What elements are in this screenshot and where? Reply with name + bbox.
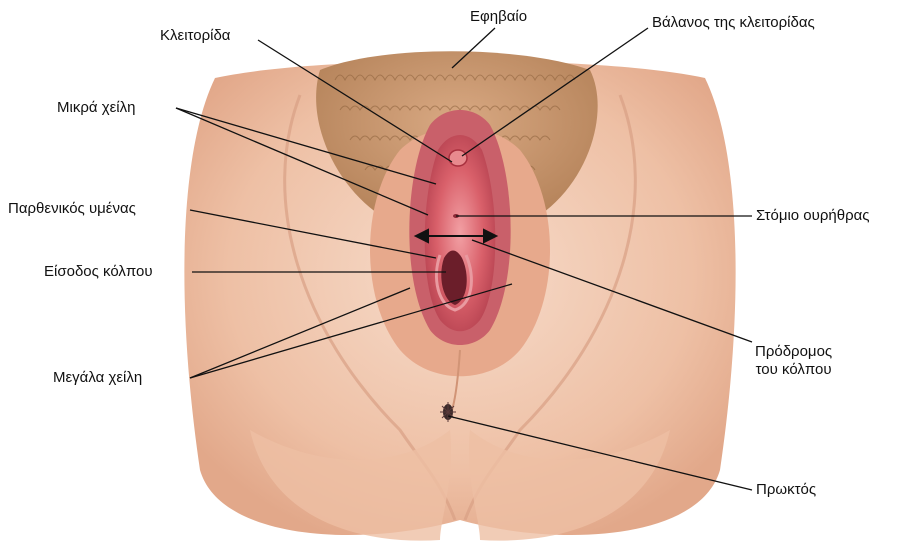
clitoris-glans bbox=[449, 150, 467, 166]
label-eisodos: Είσοδος κόλπου bbox=[44, 263, 153, 281]
label-mikra-xeili: Μικρά χείλη bbox=[57, 99, 135, 117]
label-stomio: Στόμιο ουρήθρας bbox=[756, 207, 870, 225]
label-megala-xeili: Μεγάλα χείλη bbox=[53, 369, 142, 387]
label-parthenikos: Παρθενικός υμένας bbox=[8, 200, 136, 218]
label-proktos: Πρωκτός bbox=[756, 481, 816, 499]
label-prodromos-line2: του κόλπου bbox=[755, 361, 832, 379]
label-prodromos: Πρόδρομος του κόλπου bbox=[755, 343, 832, 379]
label-prodromos-line1: Πρόδρομος bbox=[755, 343, 832, 361]
label-balanos: Βάλανος της κλειτορίδας bbox=[652, 14, 815, 32]
label-ephebaio: Εφηβαίο bbox=[470, 8, 527, 26]
label-kleitorida: Κλειτορίδα bbox=[160, 27, 230, 45]
